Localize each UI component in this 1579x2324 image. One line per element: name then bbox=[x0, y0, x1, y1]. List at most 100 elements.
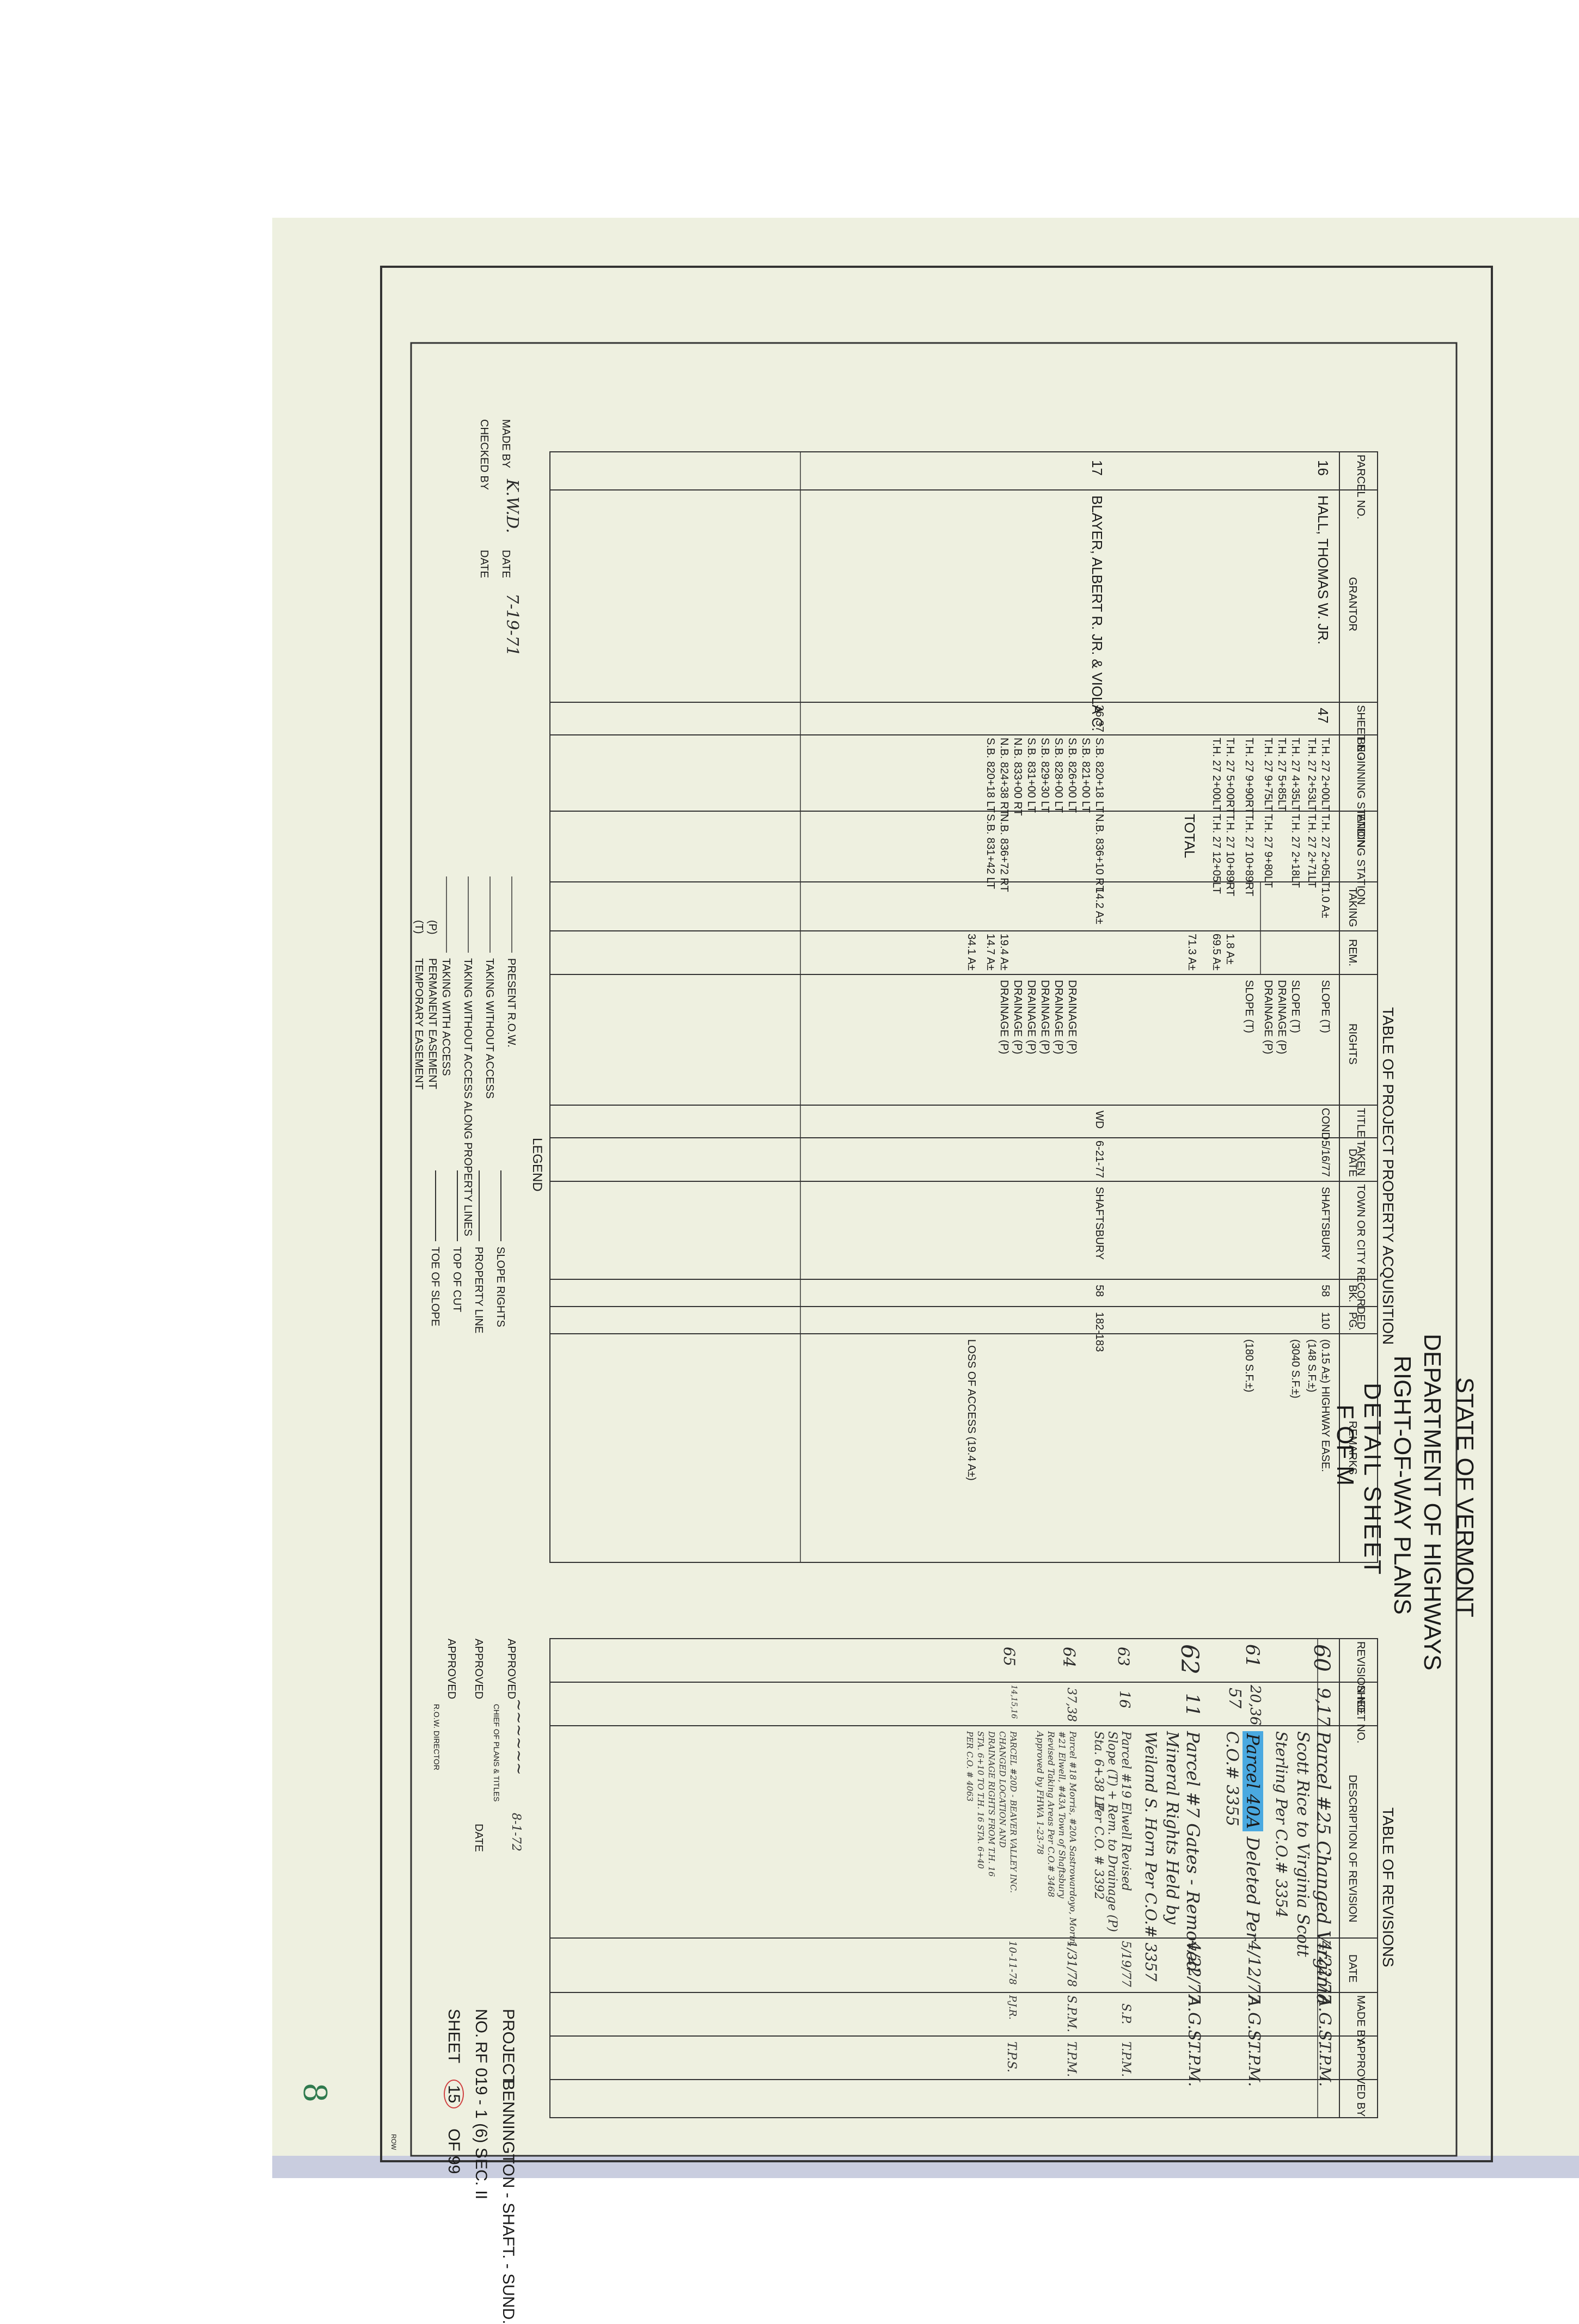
rev61-made: A.G.S. bbox=[1244, 1995, 1263, 2046]
rev-col-sheet: SHEET NO. bbox=[1355, 1685, 1367, 1744]
rev62-made: A.G.S. bbox=[1184, 1995, 1203, 2046]
rev60-desc-2: Scott Rice to Virginia Scott bbox=[1293, 1731, 1312, 1957]
p17-rights-6: DRAINAGE (P) bbox=[998, 980, 1010, 1054]
p17-rights-1: DRAINAGE (P) bbox=[1066, 980, 1078, 1054]
rev64-date: 1/31/78 bbox=[1064, 1941, 1078, 1987]
p16-taking: 1.0 A± bbox=[1319, 887, 1331, 918]
p16-town: SHAFTSBURY bbox=[1319, 1187, 1331, 1260]
col-pg: PG. bbox=[1347, 1312, 1358, 1331]
rev64-desc-4: Approved by FHWA 1-23-78 bbox=[1035, 1731, 1045, 1855]
project-sheet-label: SHEET bbox=[445, 2009, 463, 2064]
p16-begin-5: T.H. 27 9+75LT bbox=[1262, 738, 1274, 812]
rev62-approved: T.P.M. bbox=[1185, 2041, 1203, 2087]
legend-title: LEGEND bbox=[530, 1138, 544, 1192]
col-rem: REM. bbox=[1347, 939, 1358, 966]
made-date-label: DATE bbox=[500, 550, 512, 578]
col-grantor: GRANTOR bbox=[1347, 577, 1358, 631]
legend-taking-without-pl: TAKING WITHOUT ACCESS ALONG PROPERTY LIN… bbox=[462, 958, 474, 1236]
p16-end-5: T.H. 27 10+89RT bbox=[1243, 814, 1255, 897]
rev62-desc-1: Parcel #7 Gates - Removed bbox=[1183, 1731, 1203, 1973]
rev64-desc-1: Parcel #18 Morris, #20A Sastrowardoyo, M… bbox=[1068, 1731, 1078, 1947]
p16-begin-1: T.H. 27 2+00LT bbox=[1319, 738, 1331, 812]
p17-rem-3: 34.1 A± bbox=[965, 934, 977, 971]
p17-begin-1: S.B. 820+18 LT bbox=[1093, 738, 1105, 813]
legend-temporary: TEMPORARY EASEMENT bbox=[413, 958, 425, 1090]
legend-top-of-cut: TOP OF CUT bbox=[451, 1247, 463, 1313]
p16-rights-4: DRAINAGE (P) bbox=[1262, 980, 1274, 1054]
col-parcel: PARCEL NO. bbox=[1355, 455, 1367, 519]
approved2-date-label: DATE bbox=[473, 1824, 485, 1852]
p16-end-7: T.H. 27 12+05LT bbox=[1210, 814, 1222, 894]
rev-col-date: DATE bbox=[1347, 1954, 1358, 1983]
scanned-sheet-background bbox=[272, 218, 1579, 2156]
project-of-label: OF bbox=[445, 2129, 463, 2151]
p17-bk: 58 bbox=[1093, 1285, 1105, 1297]
p17-rem-1: 19.4 A± bbox=[998, 934, 1010, 971]
p17-begin-3: S.B. 826+00 LT bbox=[1066, 738, 1078, 813]
legend-code-t: (T) bbox=[413, 920, 425, 934]
p17-end-2: N.B. 836+72 RT bbox=[998, 814, 1010, 892]
p16-rights-3: DRAINAGE (P) bbox=[1276, 980, 1288, 1054]
rev62-date: 4/22/77 bbox=[1184, 1941, 1203, 2004]
col-town: TOWN OR CITY RECORDED bbox=[1355, 1184, 1367, 1330]
rev61-sheet-2: 57 bbox=[1225, 1688, 1244, 1709]
rev-col-approved: APPROVED BY bbox=[1355, 2039, 1367, 2117]
p17-grantor: BLAYER, ALBERT R. JR. & VIOLA C. bbox=[1089, 495, 1105, 732]
p16-begin-3: T.H. 27 4+35LT bbox=[1289, 738, 1301, 812]
p16-begin-2: T.H. 27 2+53LT bbox=[1306, 738, 1318, 812]
rev65-approved: T.P.S. bbox=[1005, 2041, 1018, 2073]
p16-begin-6: T.H. 27 9+90RT bbox=[1243, 738, 1255, 814]
handwritten-page-number: 8 bbox=[296, 2082, 334, 2103]
rev64-desc-3: Revised Taking Areas Per C.O.# 3468 bbox=[1046, 1731, 1056, 1898]
rev-col-desc: DESCRIPTION OF REVISION bbox=[1347, 1775, 1358, 1923]
revisions-table-title: TABLE OF REVISIONS bbox=[1380, 1807, 1397, 1967]
rev62-desc-2: Mineral Rights Held by bbox=[1162, 1731, 1182, 1924]
rev63-desc-1: Parcel #19 Elwell Revised bbox=[1119, 1731, 1133, 1891]
header-state: STATE OF VERMONT bbox=[1452, 1377, 1478, 1617]
rev61-no: 61 bbox=[1241, 1644, 1263, 1668]
sheet-border-lines bbox=[380, 266, 1493, 2162]
p17-rights-5: DRAINAGE (P) bbox=[1012, 980, 1024, 1054]
p17-rights-4: DRAINAGE (P) bbox=[1025, 980, 1037, 1054]
p16-remarks-2: (148 S.F.±) bbox=[1306, 1339, 1318, 1393]
rev60-approved: T.P.M. bbox=[1316, 2041, 1334, 2087]
p17-remarks-1: LOSS OF ACCESS (19.4 A±) bbox=[965, 1339, 977, 1481]
rev63-desc-3: Sta. 6+38 LT bbox=[1092, 1731, 1105, 1811]
p16-pg: 110 bbox=[1319, 1312, 1331, 1329]
rev-col-made: MADE BY bbox=[1355, 1995, 1367, 2045]
header-detail: DETAIL SHEET bbox=[1359, 1383, 1386, 1577]
approved-label: APPROVED bbox=[505, 1639, 517, 1700]
rev63-sheet: 16 bbox=[1116, 1690, 1133, 1709]
row-director-label: R.O.W. DIRECTOR bbox=[432, 1704, 441, 1770]
legend-property-line: PROPERTY LINE bbox=[473, 1247, 485, 1334]
rev65-desc-3: DRAINAGE RIGHTS FROM T.H. 16 bbox=[987, 1731, 996, 1877]
legend-code-p: (P) bbox=[426, 920, 438, 935]
p17-rem-2: 14.7 A± bbox=[984, 934, 996, 971]
p17-begin-9: S.B. 820+18 LT bbox=[984, 738, 996, 813]
p16-total-rem: 71.3 A± bbox=[1186, 934, 1198, 971]
p16-end-1: T.H. 27 2+05LT bbox=[1319, 814, 1331, 888]
p16-grantor: HALL, THOMAS W. JR. bbox=[1315, 495, 1331, 645]
col-remarks: REMARKS bbox=[1347, 1421, 1358, 1475]
rev60-sheet: 9,17 bbox=[1313, 1688, 1334, 1727]
p17-begin-6: S.B. 831+00 LT bbox=[1025, 738, 1037, 813]
p16-remarks-1: (0.15 A±) HIGHWAY EASE. bbox=[1319, 1339, 1331, 1473]
p16-title: COND. bbox=[1319, 1108, 1331, 1143]
rev60-made: A.G.S. bbox=[1315, 1995, 1334, 2046]
project-no: RF 019 - 1 (6) SEC. II bbox=[472, 2041, 490, 2200]
p17-rights-2: DRAINAGE (P) bbox=[1052, 980, 1064, 1054]
rev60-date: 4/22/77 bbox=[1315, 1941, 1334, 2004]
approved2-label: APPROVED bbox=[473, 1639, 485, 1700]
rev63-date: 5/19/77 bbox=[1119, 1941, 1133, 1987]
p16-bk: 58 bbox=[1319, 1285, 1331, 1297]
p17-begin-5: S.B. 829+30 LT bbox=[1039, 738, 1051, 813]
p16-date: 5/16/77 bbox=[1319, 1140, 1331, 1177]
rev61-approved: T.P.M. bbox=[1245, 2041, 1263, 2087]
rev60-no: 60 bbox=[1309, 1644, 1334, 1672]
p17-pg: 182-183 bbox=[1093, 1312, 1105, 1352]
p17-parcel: 17 bbox=[1089, 460, 1105, 476]
approved-date: 8-1-72 bbox=[509, 1813, 523, 1851]
p17-begin-8: N.B. 824+38 RT bbox=[998, 738, 1010, 816]
rev65-desc-1: PARCEL #20D - BEAVER VALLEY INC. bbox=[1008, 1731, 1018, 1893]
rev63-approved: T.P.M. bbox=[1119, 2041, 1133, 2077]
